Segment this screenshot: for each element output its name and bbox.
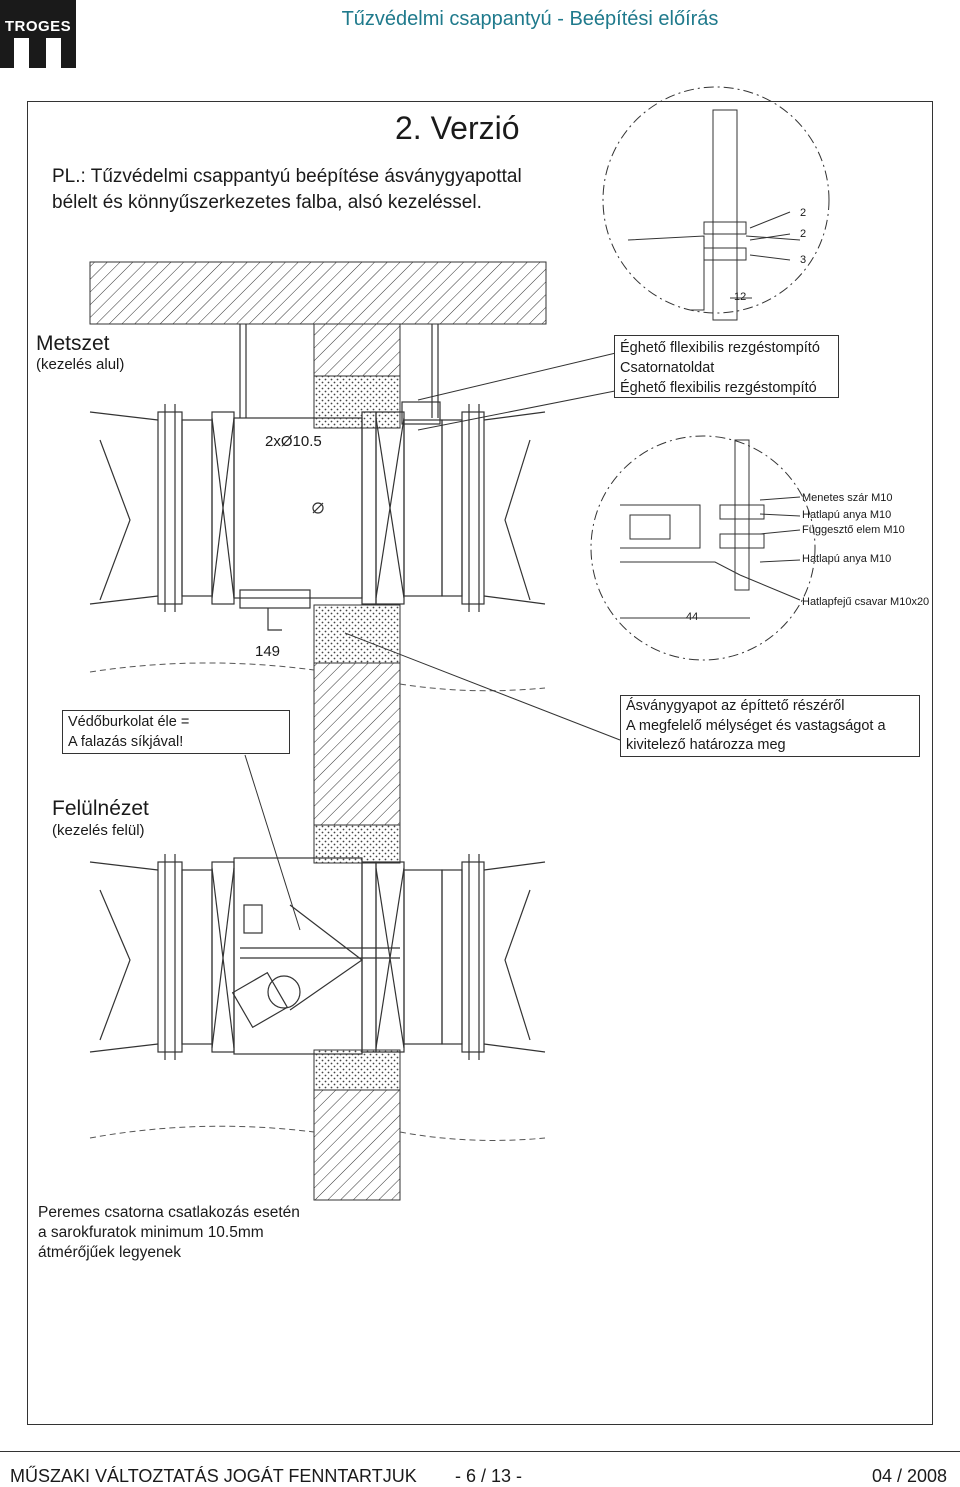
note-line-3: átmérőjűek legyenek: [38, 1244, 182, 1261]
document-title: Tűzvédelmi csappantyú - Beépítési előírá…: [341, 8, 719, 30]
callout-top-line-2: Csatornatoldat: [620, 360, 715, 376]
troges-logo: TROGES: [0, 0, 76, 68]
detail-hatlapfeju: Hatlapfejű csavar M10x20: [802, 596, 930, 608]
hole-diameter-label: 2xØ10.5: [265, 433, 322, 450]
flexible-connector-callout: Éghető fllexibilis rezgéstompító Csatorn…: [614, 335, 839, 398]
index-3: 3: [800, 254, 807, 266]
callout-asvany-line-3: kivitelező határozza meg: [626, 737, 786, 753]
felulnezet-title: Felülnézet: [52, 797, 149, 820]
mineral-wool-callout: Ásványgyapot az építtető részéről A megf…: [620, 695, 920, 757]
logo-text: TROGES: [4, 18, 72, 35]
dimension-12: 12: [734, 291, 747, 303]
flange-note: Peremes csatorna csatlakozás esetén a sa…: [38, 1203, 300, 1263]
detail-circle-middle: [590, 435, 816, 661]
index-2b: 2: [800, 228, 807, 240]
detail-hatlapu-1: Hatlapú anya M10: [802, 509, 892, 521]
page-number: - 6 / 13 -: [455, 1466, 523, 1486]
wall-section: [313, 323, 401, 1201]
detail-circle-top: [602, 86, 830, 321]
callout-top-line-1: Éghető fllexibilis rezgéstompító: [620, 340, 820, 356]
callout-vedo-line-2: A falazás síkjával!: [68, 733, 184, 750]
detail-hatlapu-2: Hatlapú anya M10: [802, 553, 892, 565]
detail-menetes: Menetes szár M10: [802, 492, 893, 504]
intro-line-2: bélelt és könnyűszerkezetes falba, alsó …: [52, 192, 482, 213]
cover-edge-callout: Védőburkolat éle = A falazás síkjával!: [62, 710, 290, 754]
callout-top-line-3: Éghető flexibilis rezgéstompító: [620, 380, 817, 396]
metszet-title: Metszet: [36, 332, 110, 355]
version-label: 2. Verzió: [395, 110, 520, 146]
note-line-2: a sarokfuratok minimum 10.5mm: [38, 1224, 264, 1241]
break-lines: [89, 662, 546, 1141]
ceiling-slab: [89, 261, 547, 325]
intro-line-1: PL.: Tűzvédelmi csappantyú beépítése ásv…: [52, 166, 522, 187]
felulnezet-subtitle: (kezelés felül): [52, 822, 145, 839]
hanger-rods: [239, 324, 441, 425]
dimension-149: 149: [255, 643, 281, 660]
footer-divider: [0, 1451, 960, 1452]
section-duct: [89, 404, 546, 631]
callout-vedo-line-1: Védőburkolat éle =: [68, 714, 190, 730]
index-2a: 2: [800, 207, 807, 219]
leader-lines: [244, 351, 621, 931]
intro-text: PL.: Tűzvédelmi csappantyú beépítése ásv…: [52, 164, 612, 216]
callout-asvany-line-2: A megfelelő mélységet és vastagságot a: [626, 717, 886, 734]
topview-duct: [89, 854, 546, 1060]
footer-date: 04 / 2008: [872, 1466, 948, 1486]
detail-fuggeszto: Függesztő elem M10: [802, 524, 905, 536]
metszet-subtitle: (kezelés alul): [36, 356, 125, 373]
note-line-1: Peremes csatorna csatlakozás esetén: [38, 1204, 300, 1221]
dimension-44: 44: [686, 611, 699, 623]
footer-disclaimer: MŰSZAKI VÁLTOZTATÁS JOGÁT FENNTARTJUK: [10, 1466, 417, 1486]
drawing-frame: [27, 101, 933, 1425]
callout-asvany-line-1: Ásványgyapot az építtető részéről: [626, 698, 845, 714]
